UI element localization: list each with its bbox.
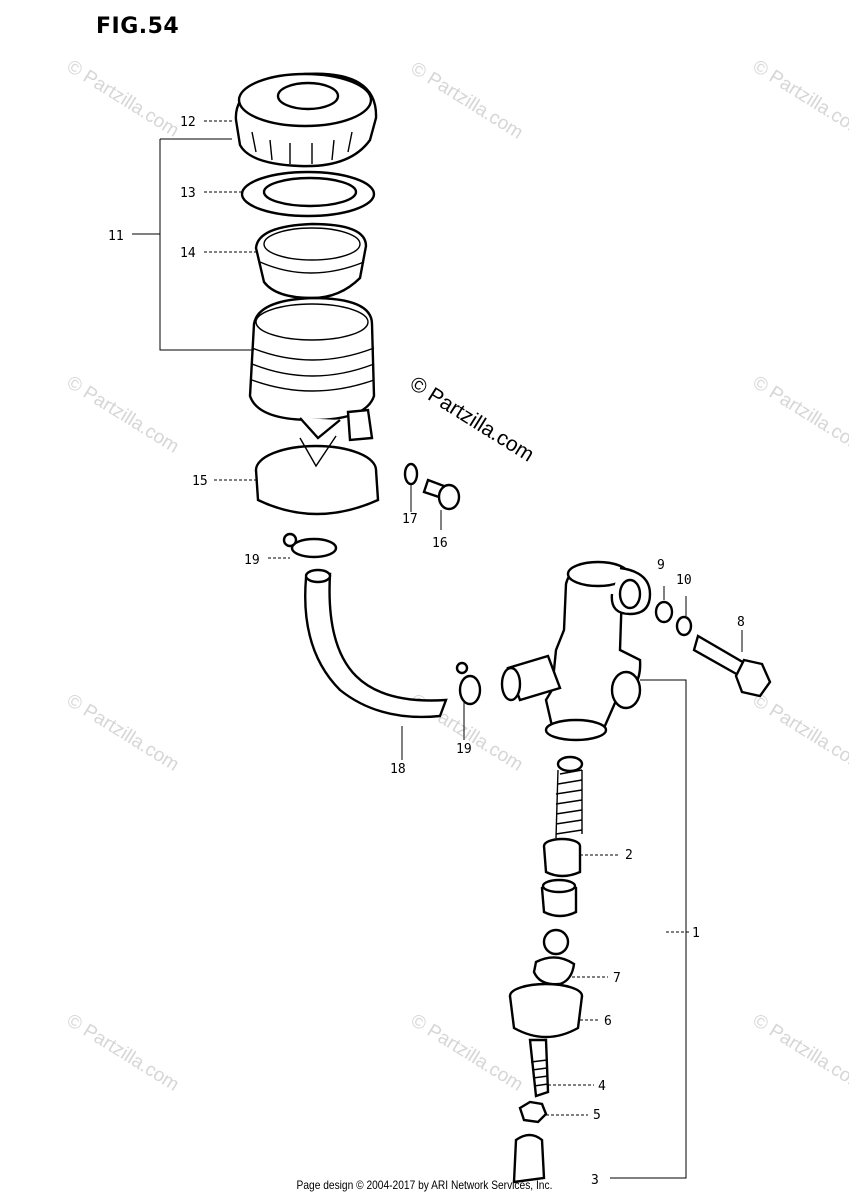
callout-14: 14 xyxy=(180,246,196,261)
reservoir-cap xyxy=(234,72,378,168)
callout-16: 16 xyxy=(432,536,448,551)
boot-6 xyxy=(508,982,584,1039)
piston xyxy=(540,878,578,918)
push-rod-4 xyxy=(528,1038,550,1098)
spring xyxy=(555,755,584,839)
screw-16 xyxy=(422,478,461,511)
figure-label: FIG.54 xyxy=(96,14,180,39)
callout-18: 18 xyxy=(390,762,406,777)
washer-9 xyxy=(654,600,674,624)
callout-4: 4 xyxy=(598,1079,606,1094)
hose-18 xyxy=(304,568,448,719)
callout-13: 13 xyxy=(180,186,196,201)
callout-6: 6 xyxy=(604,1014,612,1029)
callouts: 1 2 3 4 5 6 7 8 9 10 11 12 13 14 15 16 1… xyxy=(108,115,745,1188)
callout-17: 17 xyxy=(402,512,418,527)
callout-11: 11 xyxy=(108,229,124,244)
callout-2: 2 xyxy=(625,848,633,863)
callout-15: 15 xyxy=(192,474,208,489)
footer-copyright: Page design © 2004-2017 by ARI Network S… xyxy=(296,1178,553,1192)
diaphragm xyxy=(254,222,368,300)
callout-19-lower: 19 xyxy=(456,742,472,757)
bolt-8 xyxy=(692,634,772,698)
piston-cup-2 xyxy=(542,837,582,878)
master-cylinder-body xyxy=(500,560,652,742)
clevis-3 xyxy=(512,1133,546,1184)
reservoir-body xyxy=(248,296,376,442)
diaphragm-plate xyxy=(240,170,376,218)
reservoir-band xyxy=(254,435,380,516)
callout-9: 9 xyxy=(657,558,665,573)
circlip-7 xyxy=(532,928,576,986)
hose-clamp-upper xyxy=(282,532,338,559)
callout-7: 7 xyxy=(613,971,621,986)
callout-1: 1 xyxy=(692,926,700,941)
callout-8: 8 xyxy=(737,615,745,630)
callout-19-upper: 19 xyxy=(244,553,260,568)
washer-17 xyxy=(403,462,419,486)
washer-10 xyxy=(675,615,693,637)
leader-lines xyxy=(132,120,743,1179)
callout-3: 3 xyxy=(591,1173,599,1188)
hose-clamp-lower xyxy=(455,661,482,706)
callout-12: 12 xyxy=(180,115,196,130)
callout-10: 10 xyxy=(676,573,692,588)
nut-5 xyxy=(518,1100,548,1124)
callout-5: 5 xyxy=(593,1108,601,1123)
